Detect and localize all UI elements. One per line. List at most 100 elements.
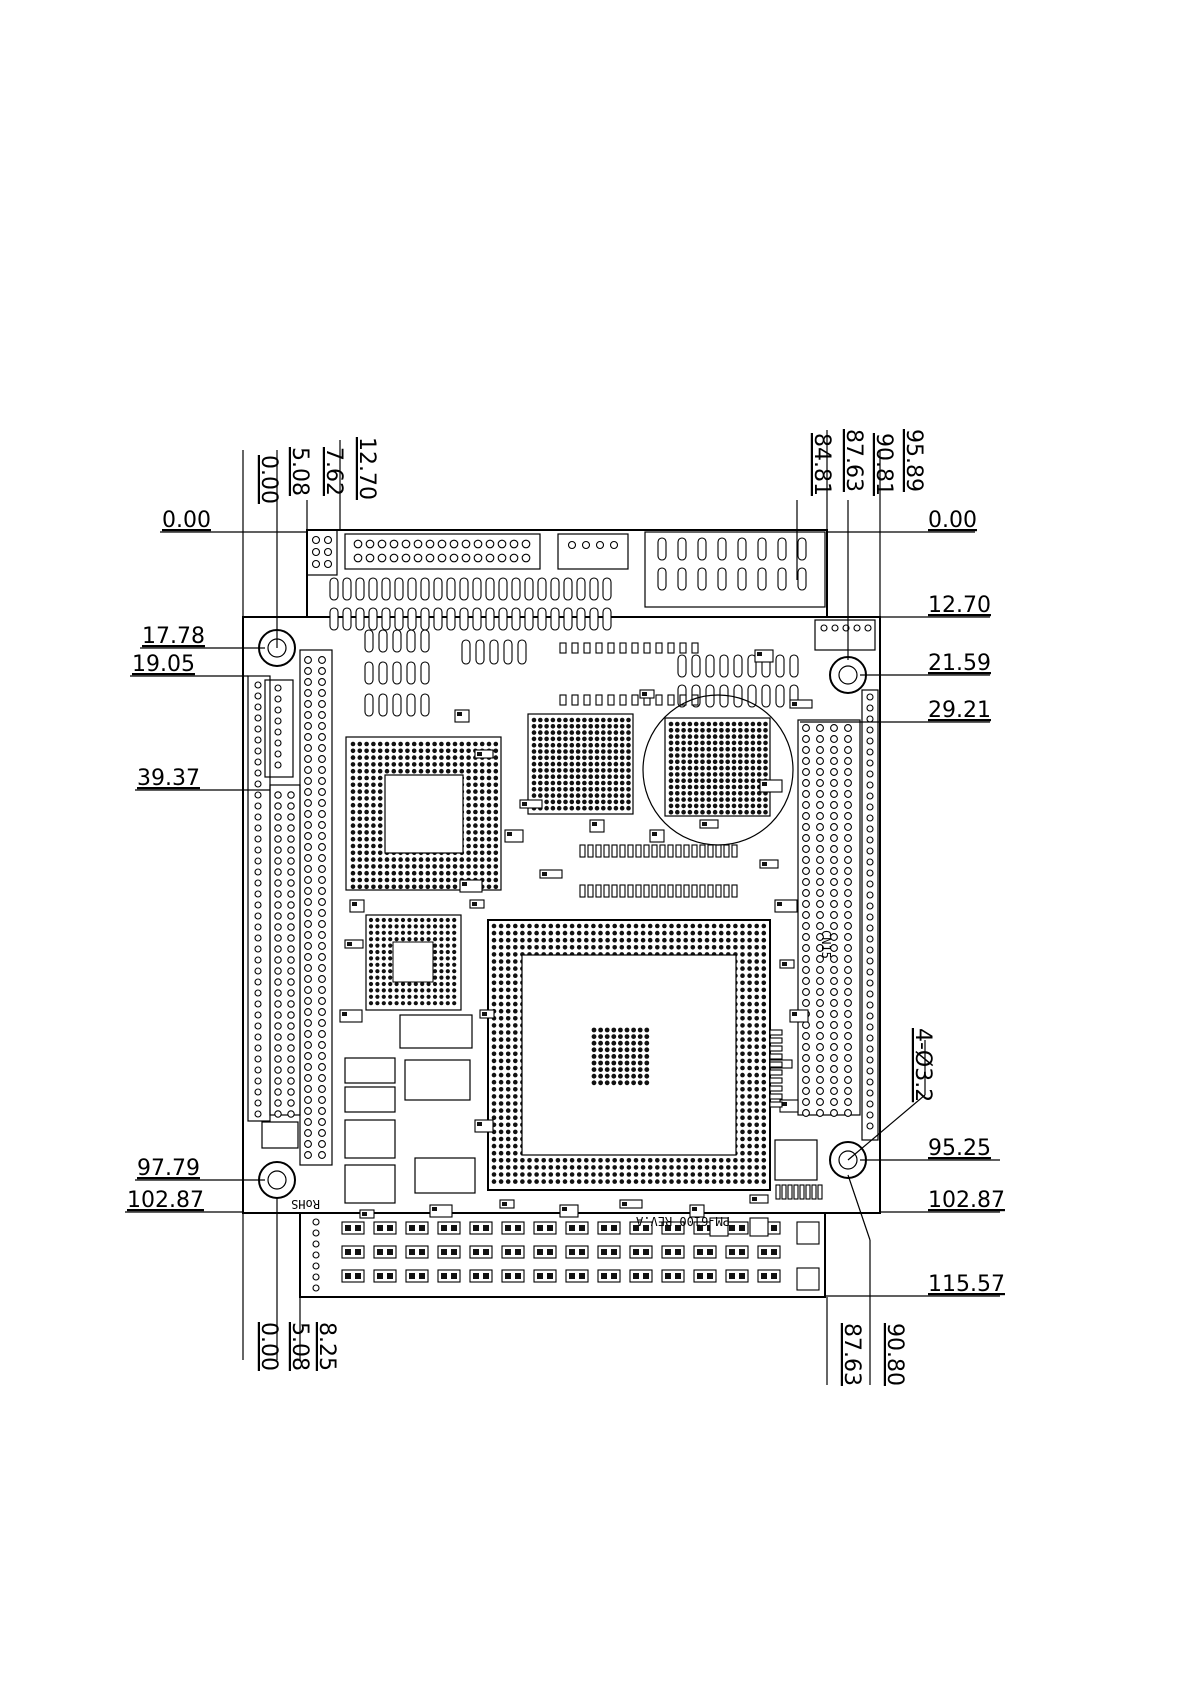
bga-ball xyxy=(576,749,581,754)
cpu-pin xyxy=(513,952,518,957)
cpu-pin xyxy=(740,1073,745,1078)
bga-ball xyxy=(487,783,492,788)
dip-pad xyxy=(778,538,786,560)
cpu-pin xyxy=(527,931,532,936)
cpu-pin xyxy=(648,1165,653,1170)
header-pin xyxy=(275,891,281,897)
smd-pad xyxy=(580,885,585,897)
bga-ball xyxy=(480,810,485,815)
smd-pad xyxy=(770,1070,782,1075)
cpu-pin xyxy=(762,1151,767,1156)
cpu-pin xyxy=(754,1115,759,1120)
bga-ball xyxy=(385,885,390,890)
header-pin xyxy=(305,789,312,796)
bga-ball xyxy=(398,864,403,869)
bga-ball xyxy=(351,783,356,788)
cpu-pin xyxy=(747,1002,752,1007)
bga-ball xyxy=(473,783,478,788)
header-pin xyxy=(319,1152,326,1159)
bga-ball xyxy=(446,963,450,967)
bga-ball xyxy=(744,791,749,796)
bga-ball xyxy=(681,760,686,765)
header-pin xyxy=(803,780,810,787)
bga-ball xyxy=(595,737,600,742)
smd-pad xyxy=(770,1046,782,1051)
bga-ball xyxy=(557,743,562,748)
bga-ball xyxy=(582,730,587,735)
header-pin xyxy=(831,758,838,765)
bga-ball xyxy=(401,924,405,928)
cpu-pin xyxy=(620,924,625,929)
bga-ball xyxy=(466,864,471,869)
cpu-pin xyxy=(754,973,759,978)
header-pin xyxy=(275,751,281,757)
die-pad xyxy=(618,1034,623,1039)
bga-ball xyxy=(375,995,379,999)
smd-pad xyxy=(579,1249,585,1255)
header-pin xyxy=(817,736,824,743)
connector-pin xyxy=(325,537,332,544)
header-pin xyxy=(817,747,824,754)
dip-pad xyxy=(421,630,429,652)
dip-pad xyxy=(343,608,351,630)
bga-ball xyxy=(576,756,581,761)
bga-ball xyxy=(439,976,443,980)
cpu-pin xyxy=(549,1158,554,1163)
smd-pad xyxy=(692,885,697,897)
bga-ball xyxy=(544,787,549,792)
header-pin xyxy=(817,824,824,831)
cpu-pin xyxy=(499,1165,504,1170)
bga-ball xyxy=(700,804,705,809)
cpu-pin xyxy=(499,1044,504,1049)
header-pin xyxy=(275,968,281,974)
header-pin xyxy=(275,902,281,908)
bga-ball xyxy=(378,776,383,781)
smd-component xyxy=(797,1268,819,1290)
bga-ball xyxy=(588,756,593,761)
bga-ball xyxy=(426,762,431,767)
smd-pad xyxy=(702,822,707,826)
bga-ball xyxy=(480,830,485,835)
die-pad xyxy=(638,1061,643,1066)
connector-pin xyxy=(378,540,386,548)
cpu-pin xyxy=(513,1137,518,1142)
bga-ball xyxy=(378,810,383,815)
dim-left-102.87: 102.87 xyxy=(127,1188,204,1213)
header-pin xyxy=(275,946,281,952)
bga-ball xyxy=(614,756,619,761)
smd-component xyxy=(797,1222,819,1244)
bga-ball xyxy=(763,766,768,771)
bga-ball xyxy=(614,774,619,779)
die-pad xyxy=(605,1034,610,1039)
bga-ball xyxy=(563,730,568,735)
bga-ball xyxy=(453,769,458,774)
header-pin xyxy=(319,690,326,697)
header-pin xyxy=(275,707,281,713)
bga-ball xyxy=(694,741,699,746)
connector-pin xyxy=(438,540,446,548)
bga-ball xyxy=(420,995,424,999)
bga-ball xyxy=(494,789,499,794)
cpu-pin xyxy=(513,1158,518,1163)
dip-pad xyxy=(720,655,728,677)
cpu-pin xyxy=(641,1165,646,1170)
header-pin xyxy=(275,847,281,853)
bga-ball xyxy=(551,756,556,761)
bga-ball xyxy=(557,806,562,811)
bga-ball xyxy=(582,718,587,723)
header-pin xyxy=(288,1089,294,1095)
cpu-pin xyxy=(577,1172,582,1177)
bga-ball xyxy=(763,797,768,802)
bga-ball xyxy=(388,963,392,967)
header-pin xyxy=(845,934,852,941)
header-pin xyxy=(305,1031,312,1038)
header-pin xyxy=(305,899,312,906)
bga-ball xyxy=(473,803,478,808)
bga-ball xyxy=(744,760,749,765)
bga-ball xyxy=(601,806,606,811)
cpu-pin xyxy=(740,1151,745,1156)
bga-ball xyxy=(588,724,593,729)
cpu-pin xyxy=(499,1172,504,1177)
smd-pad xyxy=(352,902,357,906)
dim-bottom-0.00: 0.00 xyxy=(256,1322,281,1371)
